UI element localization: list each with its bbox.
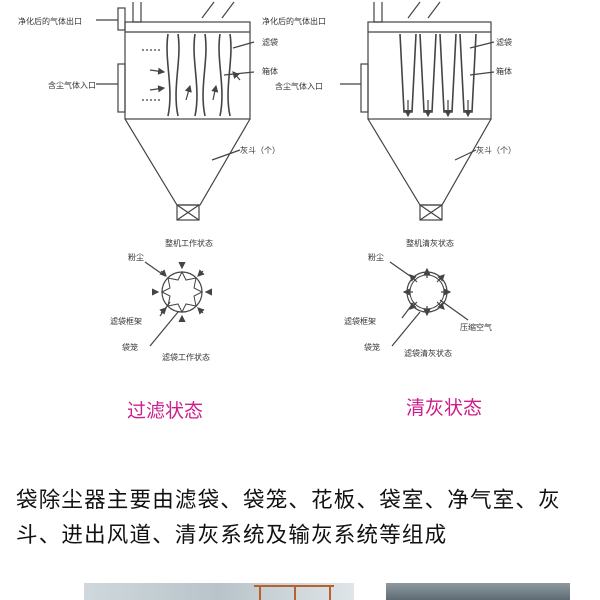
cage-frame-label-left: 滤袋框架: [110, 316, 142, 326]
box-label-right: 箱体: [496, 66, 512, 76]
frame-line: [294, 587, 296, 600]
dust-label-left: 粉尘: [128, 252, 144, 262]
filter-state-title: 过滤状态: [127, 400, 203, 422]
filter-state-unit: [96, 1, 255, 221]
bag-label-left: 滤袋: [262, 37, 278, 47]
state-small-right: 整机清灰状态: [406, 238, 454, 248]
box-label-left: 箱体: [262, 66, 278, 76]
dust-collector-diagram: 净化后的气体出口 含尘气体入口 净化后的气体出口 滤袋 箱体 含尘气体入口 灰斗…: [18, 1, 516, 422]
bag-small-label-left: 袋笼: [122, 342, 138, 352]
bag-cross-section-left: [144, 261, 212, 347]
description-text: 袋除尘器主要由滤袋、袋笼、花板、袋室、净气室、灰斗、进出风道、清灰系统及输灰系统…: [16, 488, 561, 548]
bag-state-label-left: 滤袋工作状态: [162, 352, 210, 362]
frame-line: [259, 585, 261, 600]
inlet-label-mid: 含尘气体入口: [275, 81, 323, 91]
clean-state-unit: [340, 1, 495, 221]
outlet-label-left: 净化后的气体出口: [18, 16, 82, 26]
frame-line: [254, 585, 334, 587]
outlet-label-mid: 净化后的气体出口: [262, 16, 326, 26]
frame-line: [329, 585, 331, 600]
cage-frame-label-right: 滤袋框架: [344, 316, 376, 326]
hopper-label-left: 灰斗（个）: [240, 145, 280, 155]
bag-label-right: 滤袋: [496, 37, 512, 47]
bag-state-label-right: 滤袋清灰状态: [404, 348, 452, 358]
state-small-left: 整机工作状态: [165, 238, 213, 248]
photo-left: [84, 583, 354, 600]
photo-right: [386, 583, 570, 600]
compressed-air-label: 压缩空气: [460, 322, 492, 332]
inlet-label-left: 含尘气体入口: [48, 80, 96, 90]
bag-cross-section-right: [389, 261, 469, 347]
bag-small-label-right: 袋笼: [364, 342, 380, 352]
dust-label-right: 粉尘: [368, 252, 384, 262]
clean-state-title: 清灰状态: [406, 397, 482, 419]
hopper-label-right: 灰斗（个）: [476, 145, 516, 155]
